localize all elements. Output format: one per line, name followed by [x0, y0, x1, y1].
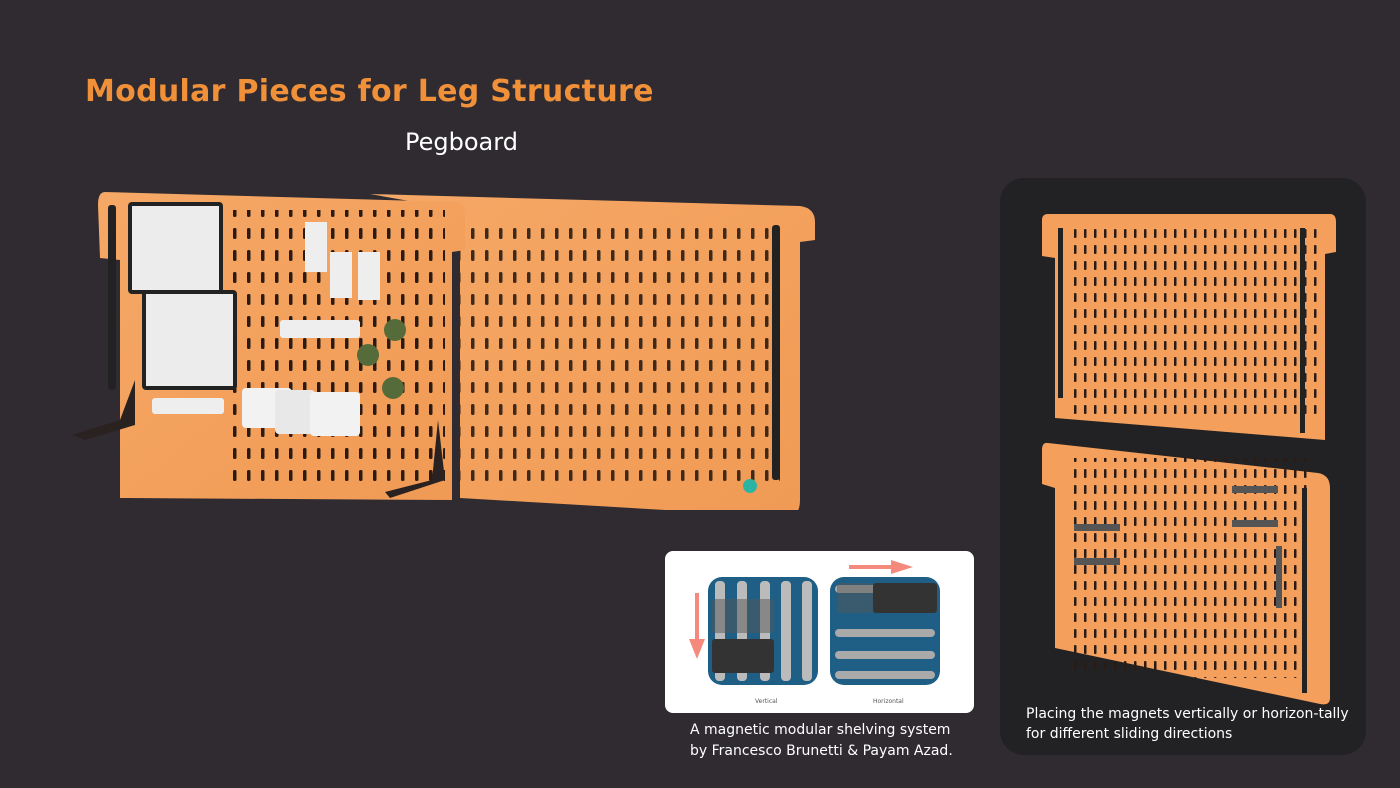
plant: [384, 319, 406, 341]
label-vertical: Vertical: [755, 698, 778, 705]
pegboard-back: [370, 194, 815, 510]
caption-line: A magnetic modular shelving system: [690, 722, 951, 738]
caption-line: by Francesco Brunetti & Payam Azad.: [690, 743, 953, 759]
label-horizontal: Horizontal: [873, 698, 904, 705]
whiteboard: [132, 206, 219, 290]
leg-bracket: [72, 380, 135, 440]
figure-caption: A magnetic modular shelving system by Fr…: [690, 720, 953, 762]
shelf: [152, 398, 224, 414]
section-subtitle: Pegboard: [405, 128, 518, 156]
magnet-marker: [743, 479, 757, 493]
magnet-placement-panel: Placing the magnets vertically or horizo…: [1000, 178, 1366, 755]
pegboard-front: [72, 192, 465, 500]
shelf: [280, 320, 360, 338]
magnet-diagram: Vertical Horizontal: [665, 551, 974, 713]
pegboard-render: [72, 192, 815, 510]
whiteboard: [146, 294, 233, 386]
pegboard-vertical-magnets: [1042, 214, 1336, 440]
arrow-icon: [849, 560, 913, 574]
pegboard-horizontal-magnets: [1042, 442, 1330, 705]
arrow-icon: [689, 593, 705, 659]
panel-caption: Placing the magnets vertically or horizo…: [1026, 706, 1349, 742]
page-title: Modular Pieces for Leg Structure: [85, 74, 654, 109]
